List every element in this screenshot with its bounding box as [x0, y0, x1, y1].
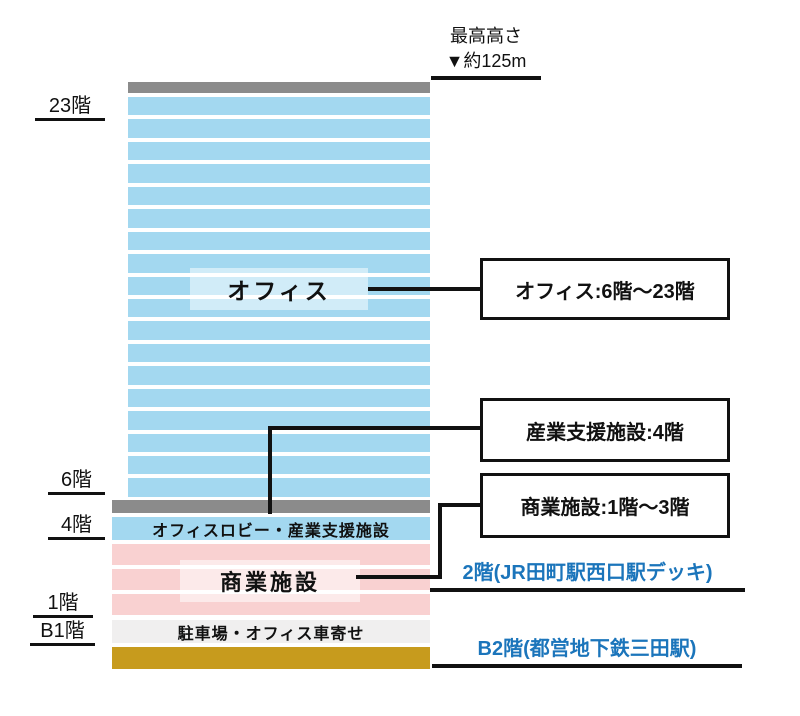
tower-floor [128, 97, 430, 116]
office-callout-line [368, 287, 483, 291]
subway-level-bar [112, 647, 430, 669]
station-note-jr-deck: 2階(JR田町駅西口駅デッキ) [430, 560, 745, 592]
tower-floor [128, 209, 430, 228]
tower-floor [128, 231, 430, 251]
parking-floor: 駐車場・オフィス車寄せ [112, 620, 430, 643]
tower-floor [128, 119, 430, 138]
tower-floor [128, 141, 430, 161]
retail-callout-line-lower [356, 575, 442, 579]
tower-floor [128, 388, 430, 408]
tower-floor [128, 321, 430, 340]
callout-industry-support: 産業支援施設:4階 [480, 398, 730, 462]
tower-floor [128, 186, 430, 206]
retail-floor-3f [112, 544, 430, 565]
tower-floor [128, 456, 430, 475]
tower-floor [128, 411, 430, 430]
max-height-label: 最高高さ [450, 26, 522, 46]
support-callout-line-horizontal [270, 426, 482, 430]
tower-floor [128, 343, 430, 363]
max-height-value: ▼約125m [445, 51, 527, 71]
retail-callout-line-upper [438, 503, 482, 507]
floor-label-23f: 23階 [35, 95, 105, 121]
station-note-subway: B2階(都営地下鉄三田駅) [432, 636, 742, 668]
retail-zone-label: 商業施設 [180, 560, 360, 602]
retail-callout-line-vertical [438, 503, 442, 579]
callout-office: オフィス:6階〜23階 [480, 258, 730, 320]
floor-label-b1f: B1階 [30, 620, 95, 646]
tower-floor [128, 254, 430, 273]
floor-label-1f: 1階 [33, 592, 93, 618]
floor-label-4f: 4階 [48, 514, 105, 540]
callout-retail: 商業施設:1階〜3階 [480, 473, 730, 538]
lobby-floor: オフィスロビー・産業支援施設 [112, 517, 430, 540]
floor-label-6f: 6階 [48, 469, 105, 495]
tower-floor [128, 433, 430, 452]
office-zone-label: オフィス [190, 268, 368, 310]
max-height-note: 最高高さ ▼約125m [431, 24, 541, 80]
roof-bar [128, 82, 430, 93]
tower-floor [128, 366, 430, 385]
tower-floor [128, 164, 430, 183]
support-callout-line-vertical [268, 426, 272, 514]
tower-floor [128, 478, 430, 497]
